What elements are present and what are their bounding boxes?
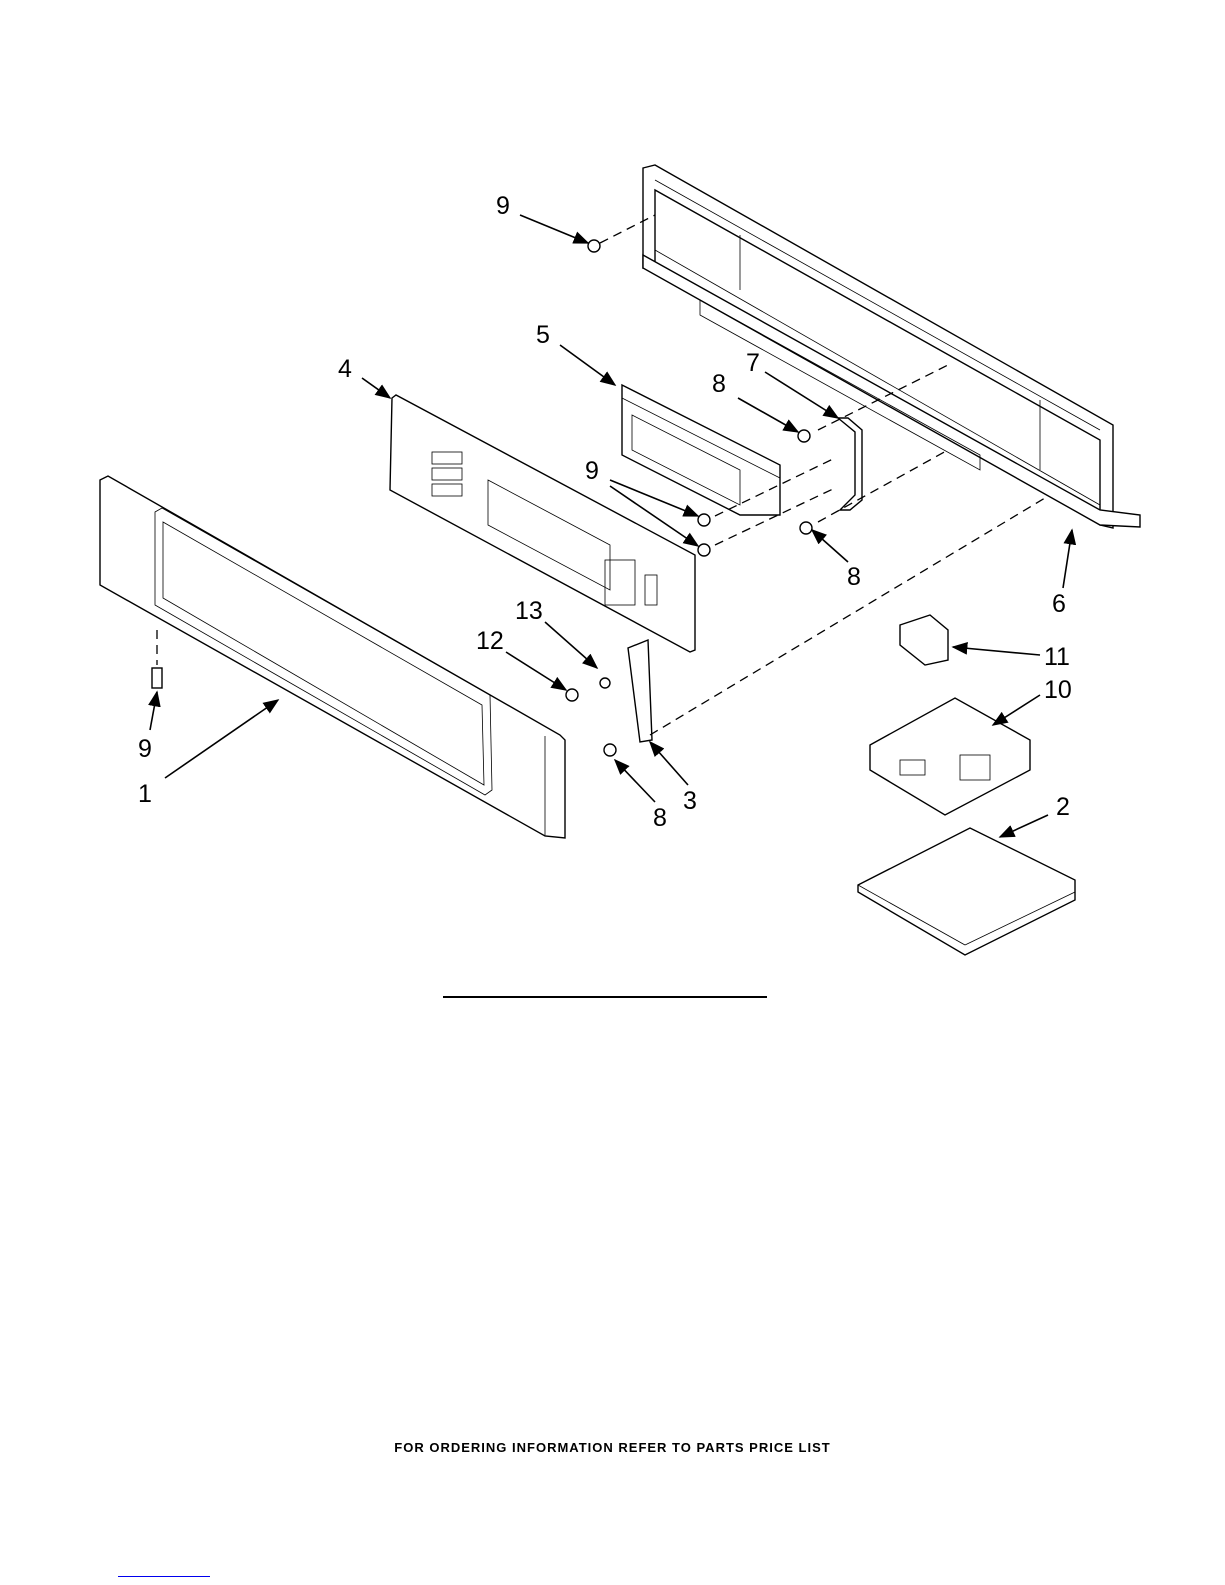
callout-4: 4 [338,355,352,383]
footer-note: FOR ORDERING INFORMATION REFER TO PARTS … [394,1440,831,1455]
callout-8: 8 [847,563,861,591]
electronic-control-part-5 [621,383,781,516]
callout-8: 8 [712,370,726,398]
leader-arrows [148,214,1077,838]
callout-6: 6 [1052,590,1066,618]
callout-8: 8 [653,804,667,832]
callout-2: 2 [1056,793,1070,821]
trim-panel-part-1 [99,475,566,839]
callout-9: 9 [138,735,152,763]
screws [151,239,813,757]
cover-plate-part-2 [857,827,1076,956]
callout-9: 9 [585,457,599,485]
callout-13: 13 [515,597,543,625]
callout-3: 3 [683,787,697,815]
callout-5: 5 [536,321,550,349]
rear-frame-part-6 [642,164,1141,529]
link-underline[interactable] [118,1576,210,1577]
callout-10: 10 [1044,676,1072,704]
bracket-part-7 [836,417,863,511]
relay-part-11 [899,614,949,666]
callout-7: 7 [746,349,760,377]
bracket-part-3 [627,638,653,743]
separator-line [443,996,767,998]
callout-9: 9 [496,192,510,220]
callout-1: 1 [138,780,152,808]
power-board-part-10 [869,697,1031,816]
callout-12: 12 [476,627,504,655]
callout-11: 11 [1044,643,1070,671]
control-panel-overlay-part-4 [389,394,696,653]
